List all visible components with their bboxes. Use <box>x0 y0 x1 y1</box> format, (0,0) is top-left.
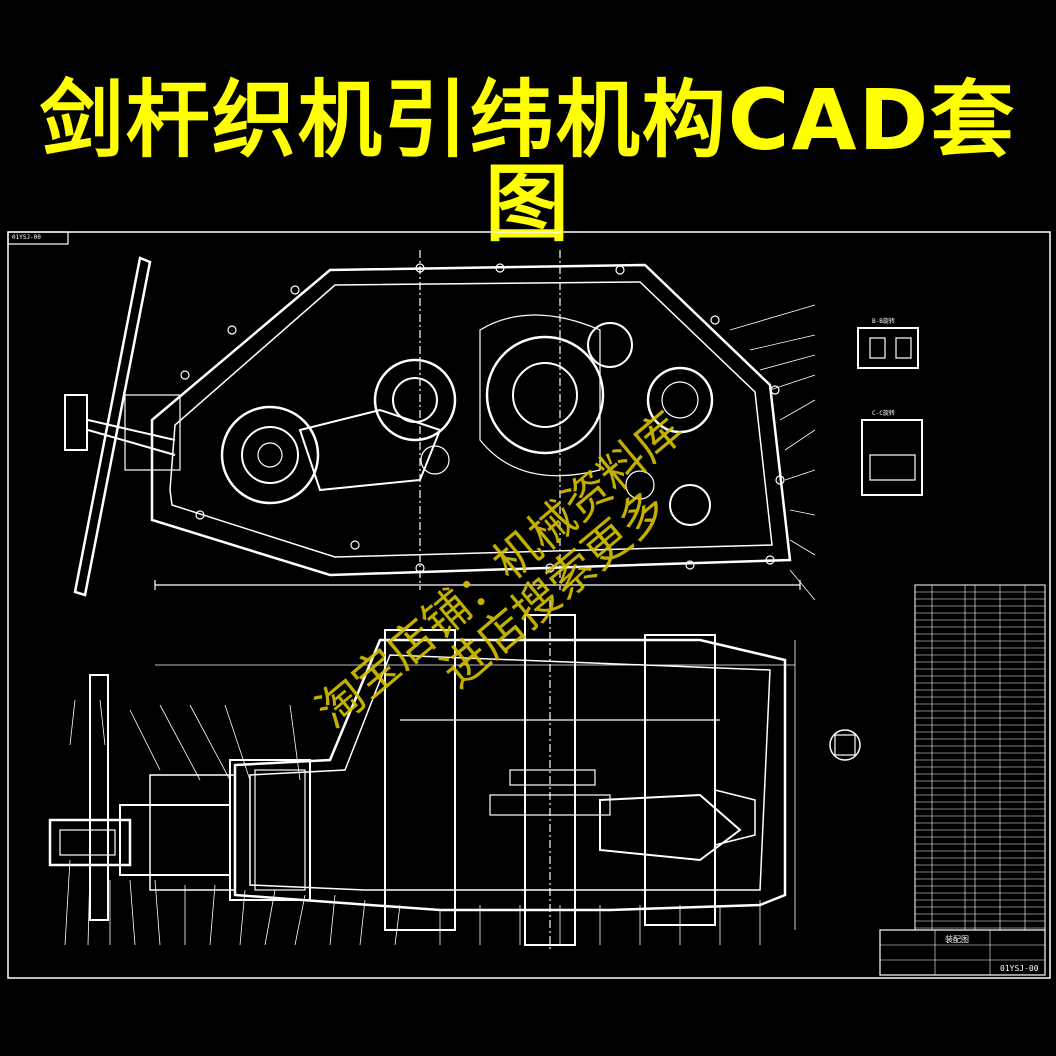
drawing-frame <box>7 231 1051 979</box>
section-cc <box>861 419 923 496</box>
gear-middle <box>373 358 457 442</box>
rapier-wheel <box>73 256 152 597</box>
title-block-name: 装配图 <box>945 935 969 944</box>
gearbox-housing <box>150 263 792 577</box>
section-bb <box>857 327 919 369</box>
lower-housing <box>233 638 787 912</box>
drawing-number-bottom: 01YSJ-00 <box>1000 964 1039 973</box>
shaft-central <box>524 614 576 946</box>
gear-cam <box>485 335 605 455</box>
parts-list-table <box>914 584 1046 931</box>
gear-left <box>220 405 320 505</box>
drawing-number-top: 01YSJ-00 <box>12 234 41 241</box>
title-block <box>879 929 1046 976</box>
section-label-cc: C-C旋转 <box>872 410 895 417</box>
parts-list-rows <box>915 591 1045 929</box>
housing-bolts <box>180 263 785 573</box>
section-label-bb: B-B旋转 <box>872 318 895 325</box>
gear-right <box>646 366 714 434</box>
page-title: 剑杆织机引纬机构CAD套图 <box>39 71 1017 253</box>
